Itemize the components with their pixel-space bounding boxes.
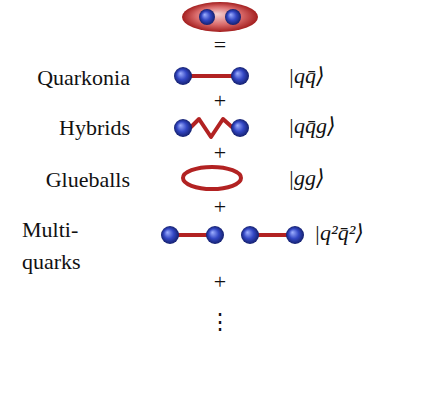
hadron-blob [182, 2, 258, 32]
state-name: Quarkonia [37, 66, 130, 90]
ellipsis: ⋮ [209, 310, 231, 334]
glueball-symbol [183, 167, 241, 189]
multiquark-symbol [161, 226, 304, 244]
plus-sign: + [214, 141, 226, 165]
state-name: Multi- quarks [22, 214, 102, 278]
hybrid-symbol [174, 119, 249, 137]
state-name: Glueballs [46, 168, 130, 192]
equals-sign: = [214, 33, 226, 57]
plus-sign: + [214, 195, 226, 219]
ket-notation: |q²q̄²⟩ [314, 221, 364, 245]
ket-notation: |gg⟩ [288, 166, 325, 190]
quarkonium-symbol [174, 67, 249, 85]
ket-notation: |qq̄⟩ [288, 64, 325, 88]
ket-notation: |qq̄g⟩ [288, 114, 336, 138]
plus-sign: + [214, 89, 226, 113]
state-name: Hybrids [59, 116, 130, 140]
plus-sign: + [214, 270, 226, 294]
